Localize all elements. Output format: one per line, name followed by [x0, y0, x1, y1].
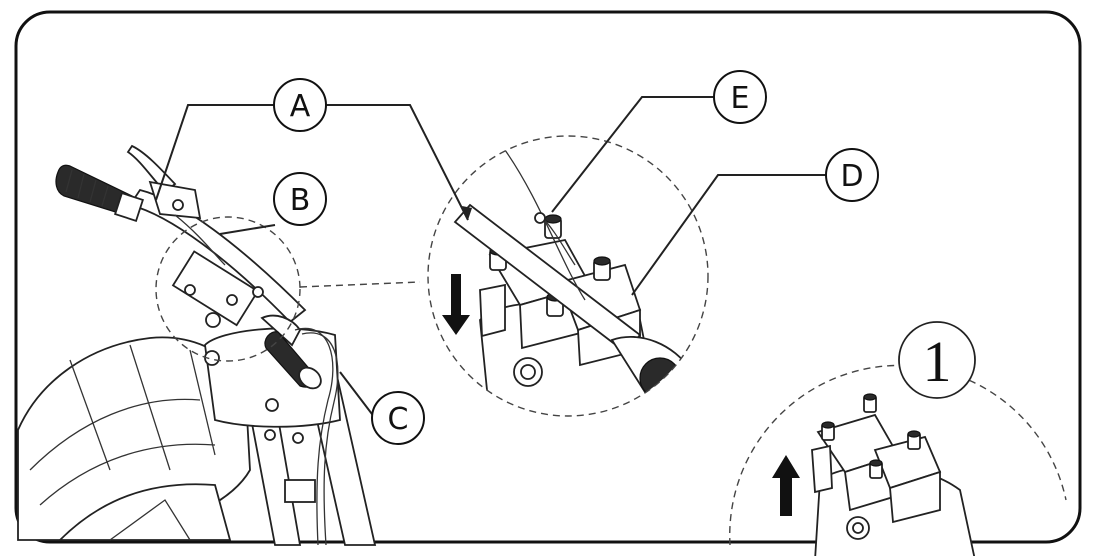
callout-c-label: C — [388, 402, 409, 437]
detail-connector — [299, 281, 421, 288]
callout-d-label: D — [840, 159, 863, 194]
arrow-up-icon — [772, 455, 800, 516]
callout-b-label: B — [290, 183, 311, 218]
leader-lines — [155, 96, 828, 419]
zoomed-clamp-detail — [427, 135, 709, 417]
detail-circle-small — [155, 216, 301, 362]
motorcycle-overview — [17, 144, 377, 546]
arrow-down-icon — [442, 274, 470, 335]
step-number-badge: 1 — [898, 321, 976, 399]
callout-b: B — [273, 172, 327, 226]
callout-e-label: E — [731, 81, 750, 116]
step-one-detail — [729, 364, 1067, 556]
callout-d: D — [825, 148, 879, 202]
callout-a: A — [273, 78, 327, 132]
callout-a-label: A — [290, 89, 311, 124]
callout-e: E — [713, 70, 767, 124]
step-number: 1 — [923, 329, 952, 394]
callout-c: C — [371, 391, 425, 445]
